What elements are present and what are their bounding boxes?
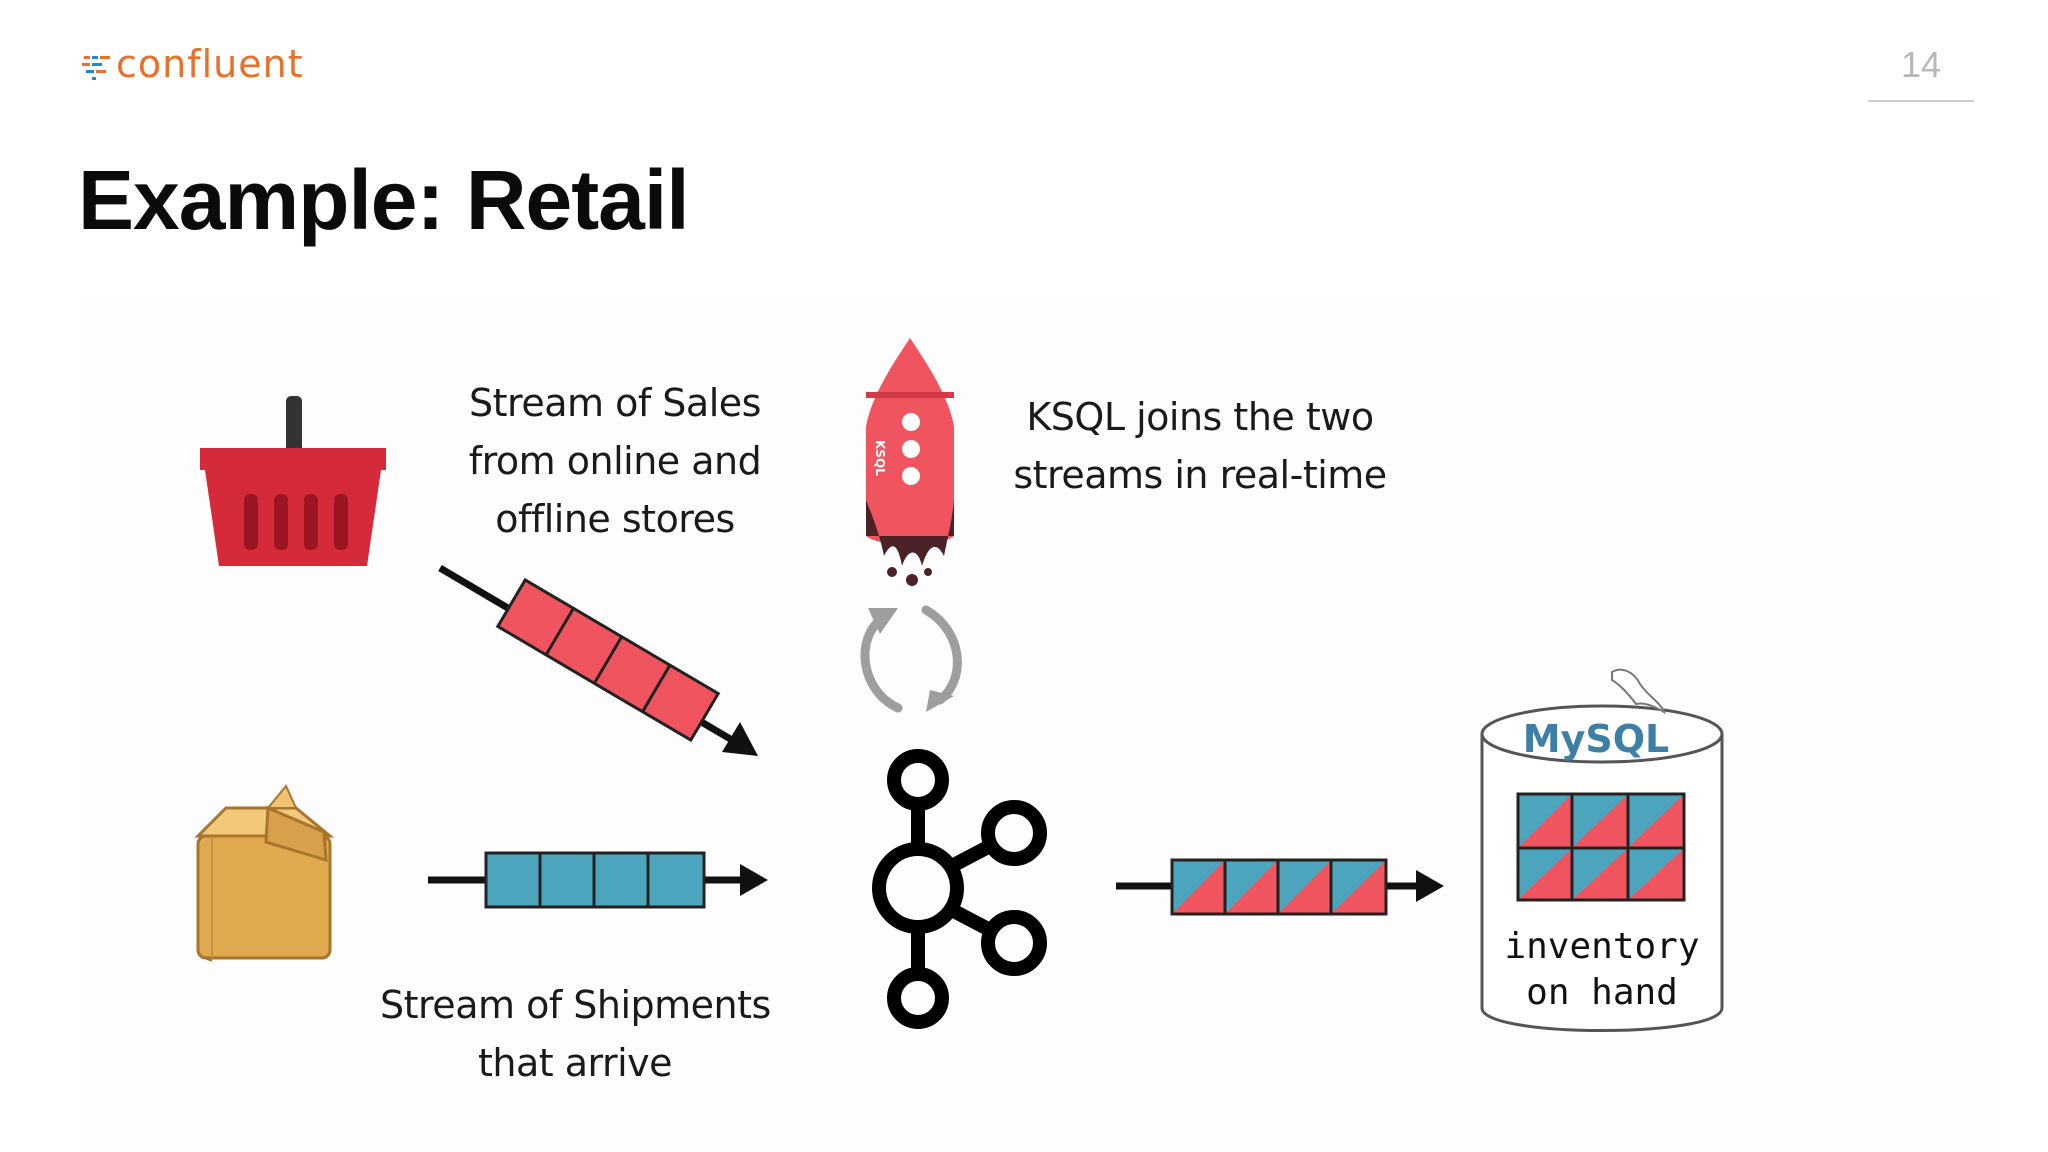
ksql-note-line-1: KSQL joins the two [1026, 395, 1374, 439]
slide-title: Example: Retail [78, 153, 690, 247]
inventory-grid [1516, 792, 1686, 902]
sales-note-line-2: from online and [468, 439, 762, 483]
refresh-arrowhead-top [868, 608, 898, 634]
mysql-database-icon: MySQL [1480, 668, 1724, 1032]
logo-text: confluent [116, 42, 304, 86]
confluent-logo: confluent [82, 40, 304, 88]
shipments-note-line-1: Stream of Shipments [380, 983, 771, 1027]
confluent-mark-icon [82, 56, 110, 80]
sales-stream-note: Stream of Sales from online and offline … [440, 374, 790, 548]
sales-note-line-1: Stream of Sales [469, 381, 761, 425]
page-number-rule [1868, 100, 1974, 102]
refresh-cycle-icon [860, 605, 962, 713]
box-icon [194, 784, 335, 962]
sales-stream-arrow [438, 564, 758, 756]
joined-queue [1170, 858, 1388, 916]
shipments-stream-note: Stream of Shipments that arrive [380, 976, 771, 1092]
ksql-note-line-2: streams in real-time [1013, 453, 1387, 497]
mysql-brand-label: MySQL [1523, 717, 1669, 761]
ksql-join-note: KSQL joins the two streams in real-time [1000, 388, 1400, 504]
page-number: 14 [1900, 44, 1942, 85]
shipments-note-line-2: that arrive [477, 1041, 673, 1085]
basket-icon [200, 396, 386, 566]
rocket-label: KSQL [873, 440, 887, 476]
kafka-icon [872, 749, 1047, 1029]
inventory-note-line-1: inventory [1504, 926, 1700, 967]
shipments-stream-arrow [428, 851, 768, 909]
joined-stream-arrow [1116, 858, 1444, 916]
inventory-note: inventory on hand [1482, 924, 1722, 1016]
rocket-icon: KSQL [866, 338, 954, 586]
refresh-arrowhead-bottom [926, 690, 954, 712]
inventory-note-line-2: on hand [1526, 972, 1678, 1013]
sales-note-line-3: offline stores [495, 497, 735, 541]
